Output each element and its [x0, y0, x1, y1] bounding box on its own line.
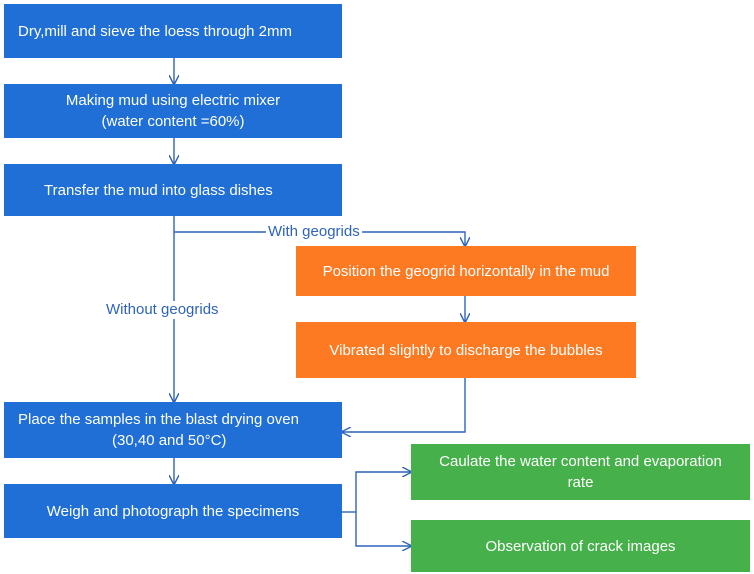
without-geogrids-label: Without geogrids: [106, 301, 219, 319]
step-place-oven-line2: (30,40 and 50°C): [112, 432, 227, 449]
step-observe-cracks-text: Observation of crack images: [485, 537, 676, 555]
step-vibrate: Vibrated slightly to discharge the bubbl…: [296, 322, 636, 378]
step-transfer-mud: Transfer the mud into glass dishes: [4, 164, 342, 216]
arrow-vibrate-to-oven: [342, 378, 466, 432]
step-observe-cracks: Observation of crack images: [411, 520, 750, 572]
step-calculate-line2: rate: [567, 474, 594, 491]
arrow-to-calculate: [355, 472, 411, 512]
step-weigh-photograph: Weigh and photograph the specimens: [4, 484, 342, 538]
step-weigh-photograph-text: Weigh and photograph the specimens: [46, 502, 300, 520]
step-position-geogrid: Position the geogrid horizontally in the…: [296, 246, 636, 296]
step-position-geogrid-text: Position the geogrid horizontally in the…: [322, 262, 610, 280]
step-place-oven-line1: Place the samples in the blast drying ov…: [18, 411, 299, 428]
step-dry-mill-sieve: Dry,mill and sieve the loess through 2mm: [4, 4, 342, 58]
step-calculate-water-content: Caulate the water content and evaporatio…: [411, 444, 750, 500]
with-geogrids-label: With geogrids: [266, 223, 362, 241]
step-place-oven: Place the samples in the blast drying ov…: [4, 402, 342, 458]
step-make-mud: Making mud using electric mixer (water c…: [4, 84, 342, 138]
step-make-mud-line2: (water content =60%): [101, 113, 245, 130]
arrow-to-observe: [355, 512, 411, 546]
step-calculate-line1: Caulate the water content and evaporatio…: [439, 453, 722, 470]
step-transfer-mud-text: Transfer the mud into glass dishes: [44, 181, 273, 199]
step-make-mud-line1: Making mud using electric mixer: [65, 92, 281, 109]
step-vibrate-text: Vibrated slightly to discharge the bubbl…: [329, 341, 603, 359]
step-dry-mill-sieve-text: Dry,mill and sieve the loess through 2mm: [18, 22, 292, 40]
